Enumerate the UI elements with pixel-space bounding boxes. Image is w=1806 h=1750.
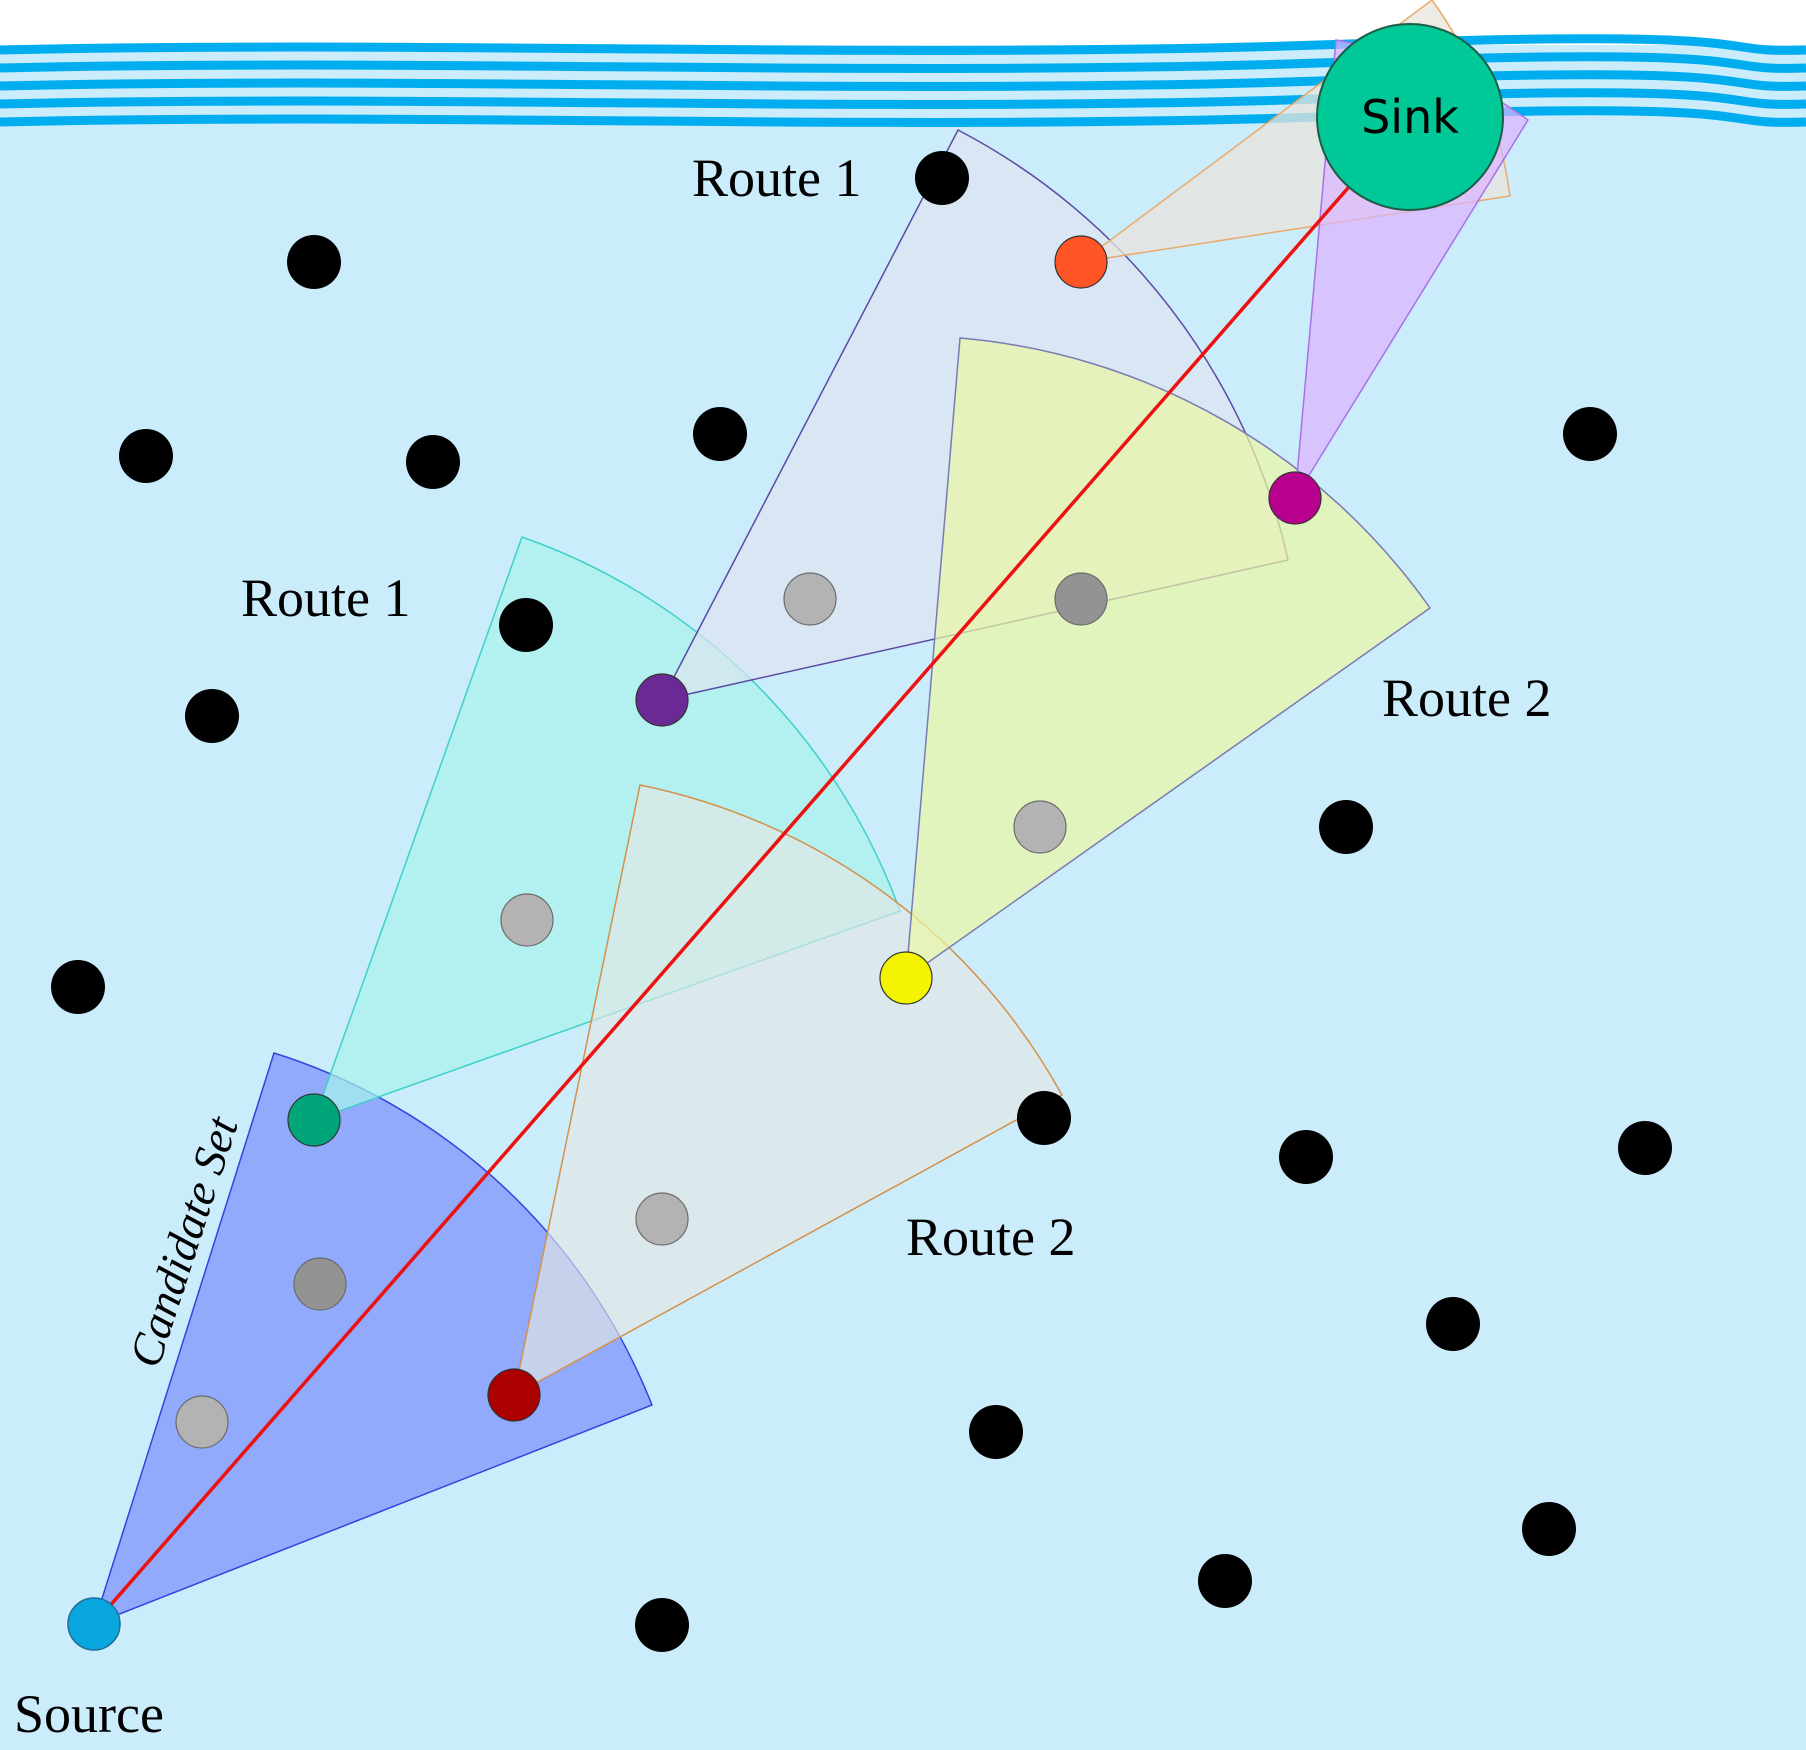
sink-buoy-icon: Sink [1316,23,1504,211]
idle-sensor-node [1618,1121,1672,1175]
candidate-node [1013,800,1067,854]
relay-node-green [287,1093,341,1147]
source-label: Source [14,1684,164,1744]
direct-path-line [92,115,1412,1626]
sink-node [1316,23,1504,211]
candidate-node [635,1192,689,1246]
idle-sensor-node [1319,800,1373,854]
idle-sensor-node [1563,407,1617,461]
idle-sensor-node [185,689,239,743]
relay-node-dark-red [487,1368,541,1422]
candidate-node [783,572,837,626]
idle-sensor-node [287,235,341,289]
idle-sensor-node [51,960,105,1014]
wave-line [0,52,1806,73]
wave-line [0,70,1806,91]
relay-nodes [287,235,1322,1422]
idle-sensor-node [693,407,747,461]
idle-sensor-node [969,1405,1023,1459]
idle-sensor-node [1198,1554,1252,1608]
idle-sensor-node [119,429,173,483]
wave-line [0,88,1806,109]
wave-line [0,106,1806,127]
idle-sensor-node [1426,1297,1480,1351]
idle-sensor-node [1017,1091,1071,1145]
source-node [67,1597,121,1651]
candidate-node [175,1395,229,1449]
route2-right-label: Route 2 [1382,668,1552,728]
candidate-nodes [175,572,1108,1449]
idle-sensor-node [915,151,969,205]
relay-node-magenta [1268,471,1322,525]
idle-sensor-node [1279,1130,1333,1184]
relay-node-purple [635,673,689,727]
idle-sensor-node [499,598,553,652]
idle-sensor-node [635,1598,689,1652]
sink-label: Sink [1361,90,1459,144]
sector-green-relay [312,536,901,1122]
wave-line [0,34,1806,55]
idle-sensor-node [1522,1502,1576,1556]
candidate-node [1054,572,1108,626]
relay-node-yellow [879,951,933,1005]
route1-top-label: Route 1 [692,148,862,208]
route1-mid-label: Route 1 [241,568,411,628]
route2-bottom-label: Route 2 [906,1207,1076,1267]
candidate-node [500,893,554,947]
idle-sensor-node [406,435,460,489]
relay-node-orange [1054,235,1108,289]
idle-sensor-nodes [51,151,1672,1652]
candidate-node [293,1257,347,1311]
surface-waves [0,34,1806,127]
